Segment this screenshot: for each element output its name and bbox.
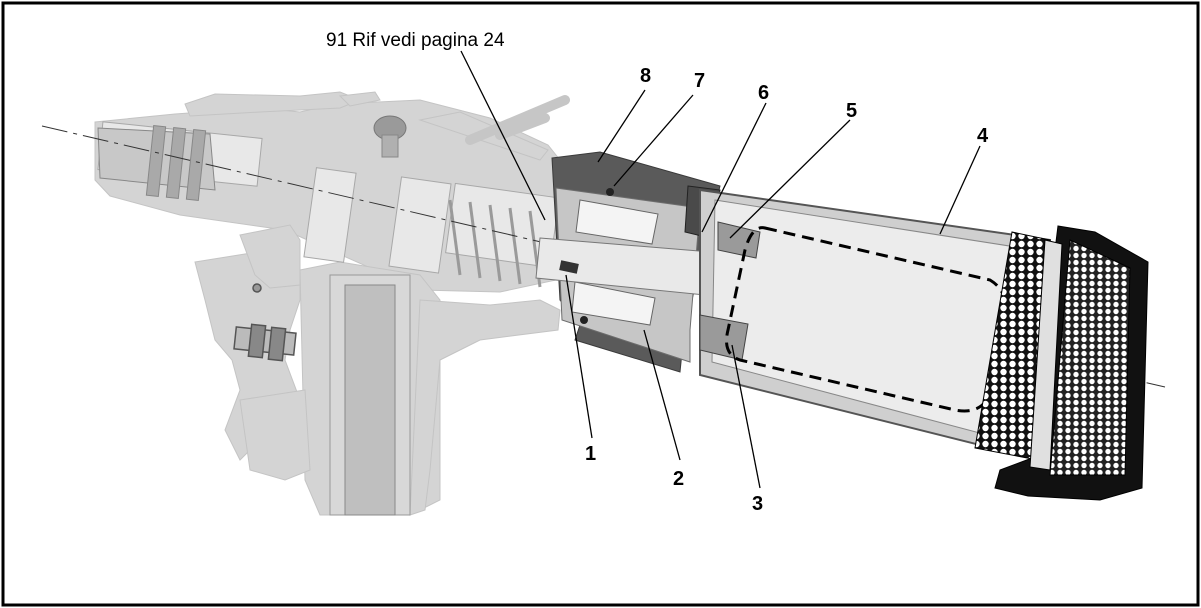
seal-1 [559, 260, 579, 274]
leader-lines [460, 50, 981, 489]
body-window-upper [575, 199, 659, 245]
body-window-lower [571, 281, 656, 326]
end-cap-lip [1029, 239, 1063, 471]
callout-1: 1 [585, 443, 596, 465]
end-cap-mesh [1049, 239, 1131, 476]
callout-4: 4 [977, 125, 989, 147]
callout-8: 8 [640, 65, 651, 87]
callout-2: 2 [673, 468, 684, 490]
callout-3: 3 [752, 493, 763, 515]
nozzle-tip [97, 125, 216, 201]
reference-note: 91 Rif vedi pagina 24 [326, 30, 505, 51]
o-ring-7 [606, 188, 614, 196]
callout-5: 5 [846, 100, 857, 122]
callout-7: 7 [694, 70, 705, 92]
valve-detail [233, 283, 297, 362]
callout-6: 6 [758, 82, 769, 104]
axis-centerline [41, 125, 1166, 388]
valve-5 [717, 221, 761, 259]
filter-bag [725, 226, 1008, 413]
o-ring-lower [580, 316, 588, 324]
